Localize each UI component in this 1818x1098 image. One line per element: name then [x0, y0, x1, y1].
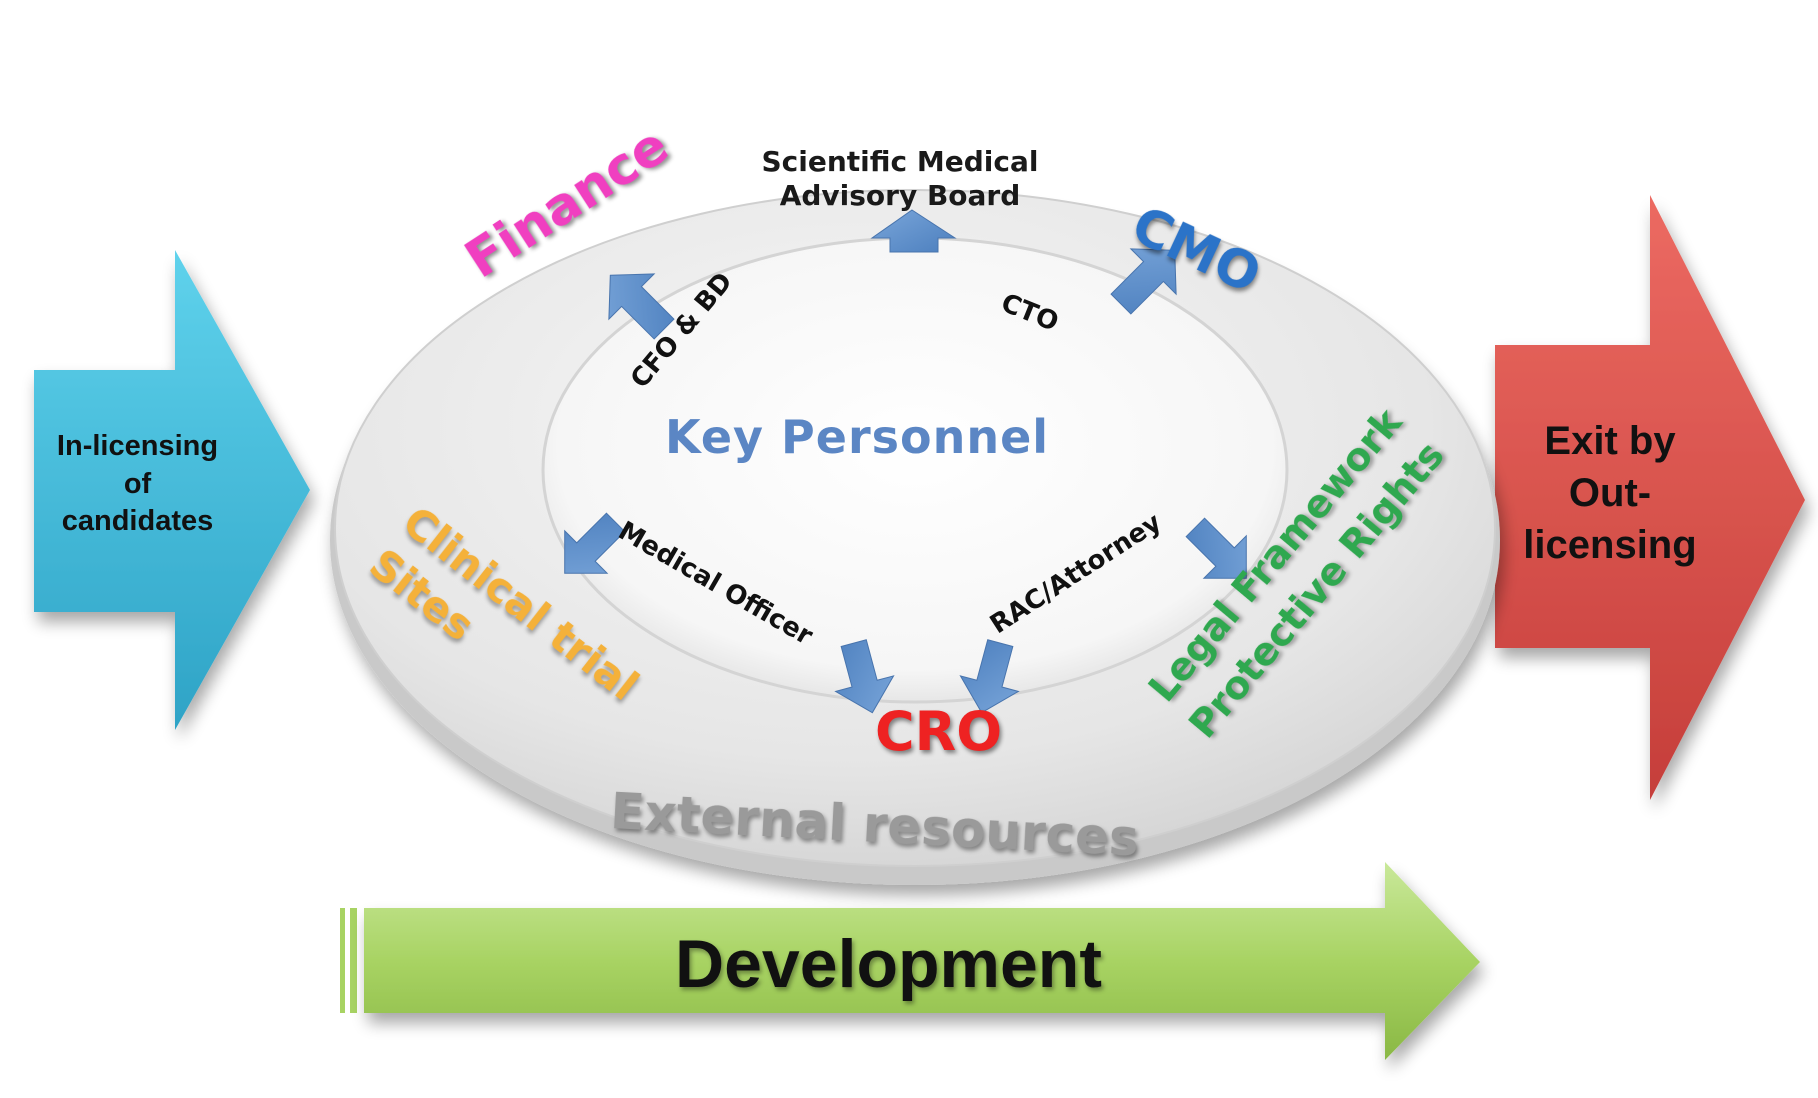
- arrow-to-board: [870, 209, 957, 253]
- arrow-medical-to-cro: [834, 639, 895, 714]
- exit-line2: Out-: [1568, 471, 1652, 515]
- exit-line3: licensing: [1523, 523, 1697, 567]
- key-personnel-label: Key Personnel: [665, 410, 1050, 464]
- development-arrow: [364, 862, 1480, 1060]
- development-label: Development: [675, 926, 1102, 1002]
- advisory-board-line2: Advisory Board: [779, 179, 1021, 212]
- cro-label: CRO: [875, 700, 1003, 763]
- exit-line1: Exit by: [1544, 419, 1676, 463]
- arrow-to-finance: [608, 273, 675, 340]
- arrow-rac-to-cro: [959, 639, 1020, 714]
- development-arrow-bar2: [350, 908, 357, 1013]
- development-arrow-bar1: [340, 908, 345, 1013]
- advisory-board-label: Scientific Medical Advisory Board: [700, 145, 1100, 213]
- inlicensing-line1: In-licensing: [56, 430, 219, 462]
- exit-label: Exit by Out- licensing: [1500, 415, 1720, 571]
- advisory-board-line1: Scientific Medical: [761, 145, 1039, 178]
- arrow-to-clinical: [564, 512, 626, 574]
- inlicensing-line2: of: [123, 467, 152, 500]
- inlicensing-line3: candidates: [61, 505, 214, 538]
- inlicensing-arrow: [34, 250, 310, 730]
- arrow-to-cmo: [1110, 248, 1177, 315]
- inlicensing-label: In-licensing of candidates: [40, 428, 235, 541]
- exit-arrow: [1495, 195, 1805, 800]
- arrow-to-legal: [1185, 517, 1247, 579]
